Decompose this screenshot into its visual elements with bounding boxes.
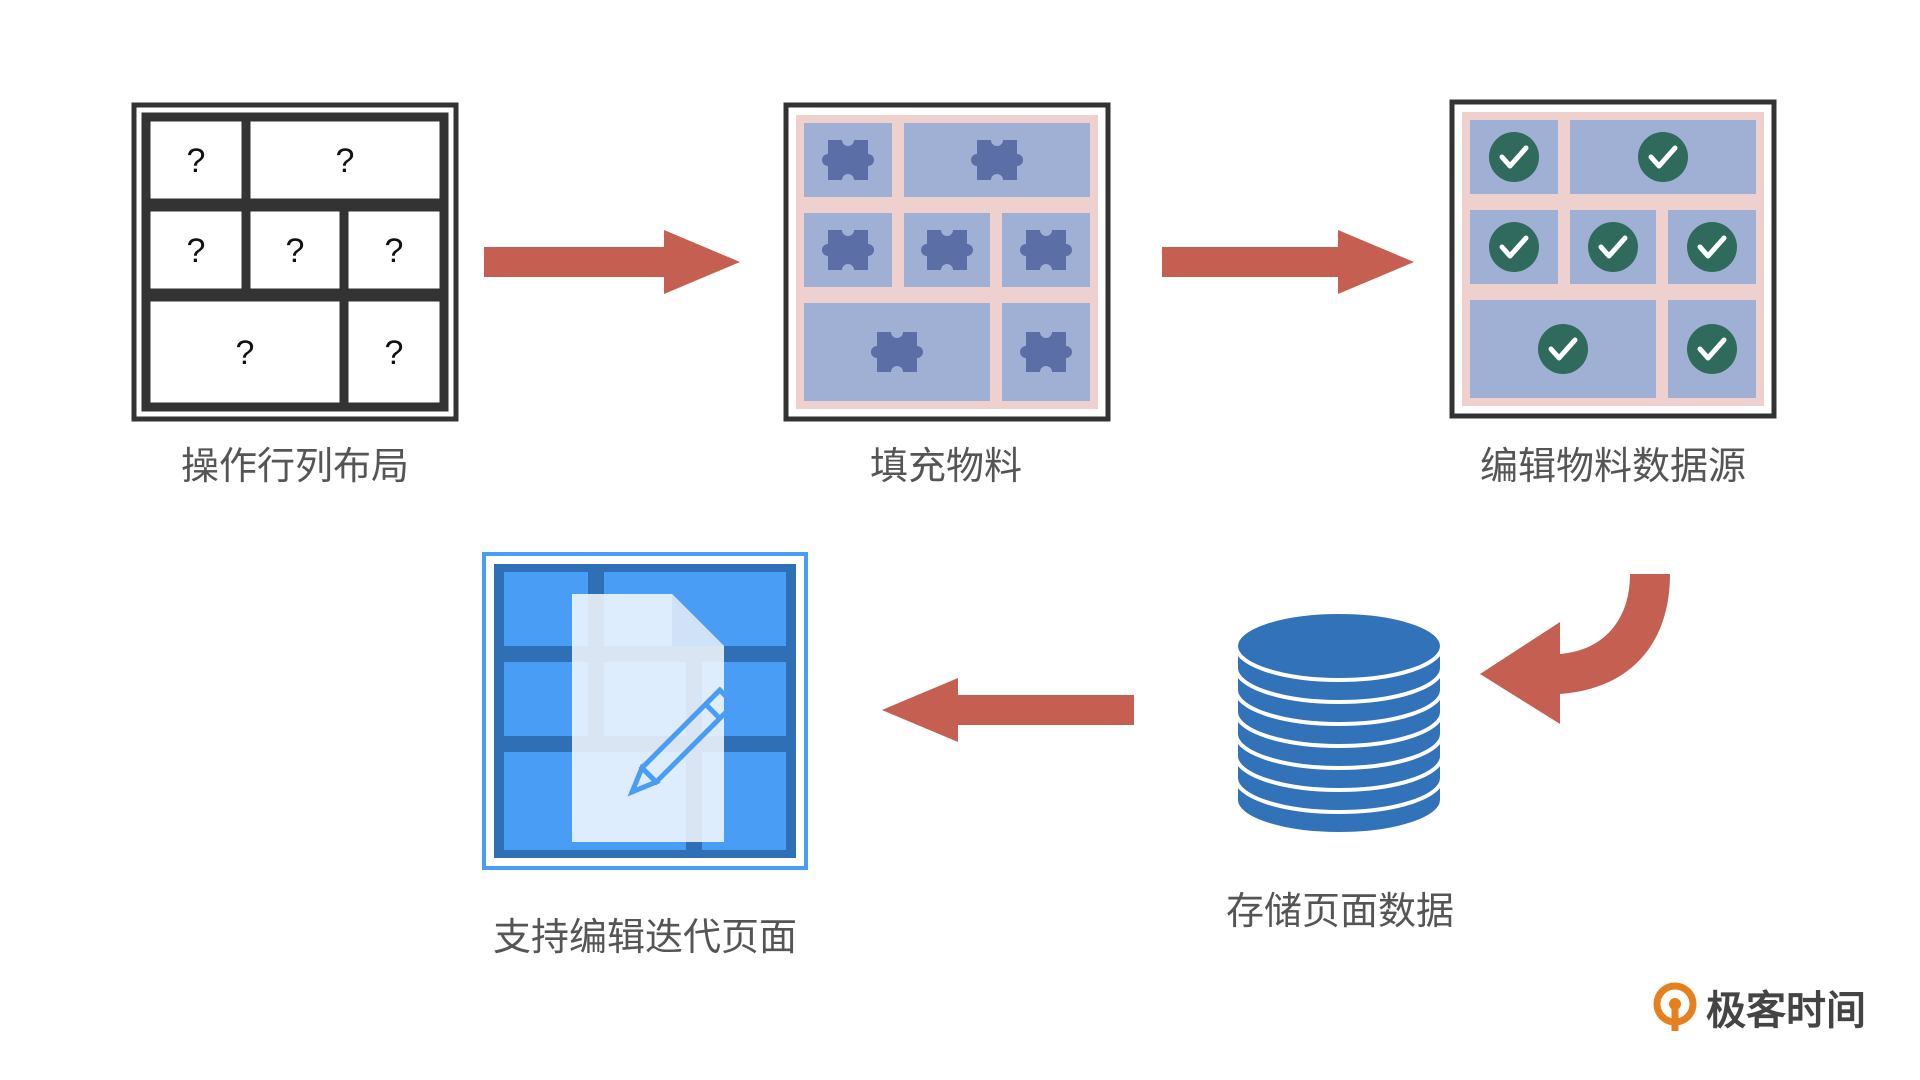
step-label-fill-material: 填充物料 <box>869 444 1022 488</box>
check-circle-icon <box>1638 132 1688 182</box>
question-mark: ? <box>187 142 206 180</box>
check-circle-icon <box>1687 324 1737 374</box>
step-label-iterate-edit: 支持编辑迭代页面 <box>492 915 797 959</box>
puzzle-icon <box>971 140 1023 180</box>
question-mark: ? <box>187 232 206 270</box>
puzzle-icon <box>1020 332 1072 372</box>
arrow-left-icon <box>882 678 1134 742</box>
question-mark: ? <box>385 232 404 270</box>
check-circle-icon <box>1588 222 1638 272</box>
check-grid-icon <box>1449 99 1777 419</box>
check-circle-icon <box>1489 222 1539 272</box>
database-top <box>1234 610 1444 682</box>
edit-document-grid-icon <box>482 552 808 870</box>
step-label-store-data: 存储页面数据 <box>1225 889 1454 933</box>
step-label-edit-datasource: 编辑物料数据源 <box>1479 444 1746 488</box>
question-mark: ? <box>286 232 305 270</box>
check-circle-icon <box>1687 222 1737 272</box>
puzzle-icon <box>921 230 973 270</box>
arrow-right-icon <box>1162 230 1414 294</box>
grid-layout-question-icon: ??????? <box>131 102 459 422</box>
check-circle-icon <box>1489 132 1539 182</box>
question-mark: ? <box>236 334 255 372</box>
brand-logo: 极客时间 <box>1652 978 1866 1036</box>
puzzle-icon <box>1020 230 1072 270</box>
puzzle-grid-icon <box>783 102 1111 422</box>
cell <box>339 292 449 412</box>
document-icon <box>572 594 724 842</box>
pencil-icon <box>627 686 738 797</box>
check-circle-icon <box>1538 324 1588 374</box>
arrow-right-icon <box>484 230 740 294</box>
step-label-layout: 操作行列布局 <box>180 444 409 488</box>
question-mark: ? <box>336 142 355 180</box>
curved-arrow-icon <box>1480 574 1670 724</box>
puzzle-icon <box>822 230 874 270</box>
question-mark: ? <box>385 334 404 372</box>
puzzle-icon <box>871 332 923 372</box>
brand-name: 极客时间 <box>1706 988 1866 1034</box>
puzzle-icon <box>822 140 874 180</box>
document-corner <box>672 594 724 646</box>
database-icon <box>1234 610 1444 836</box>
brand-logo-icon <box>1653 982 1697 1031</box>
